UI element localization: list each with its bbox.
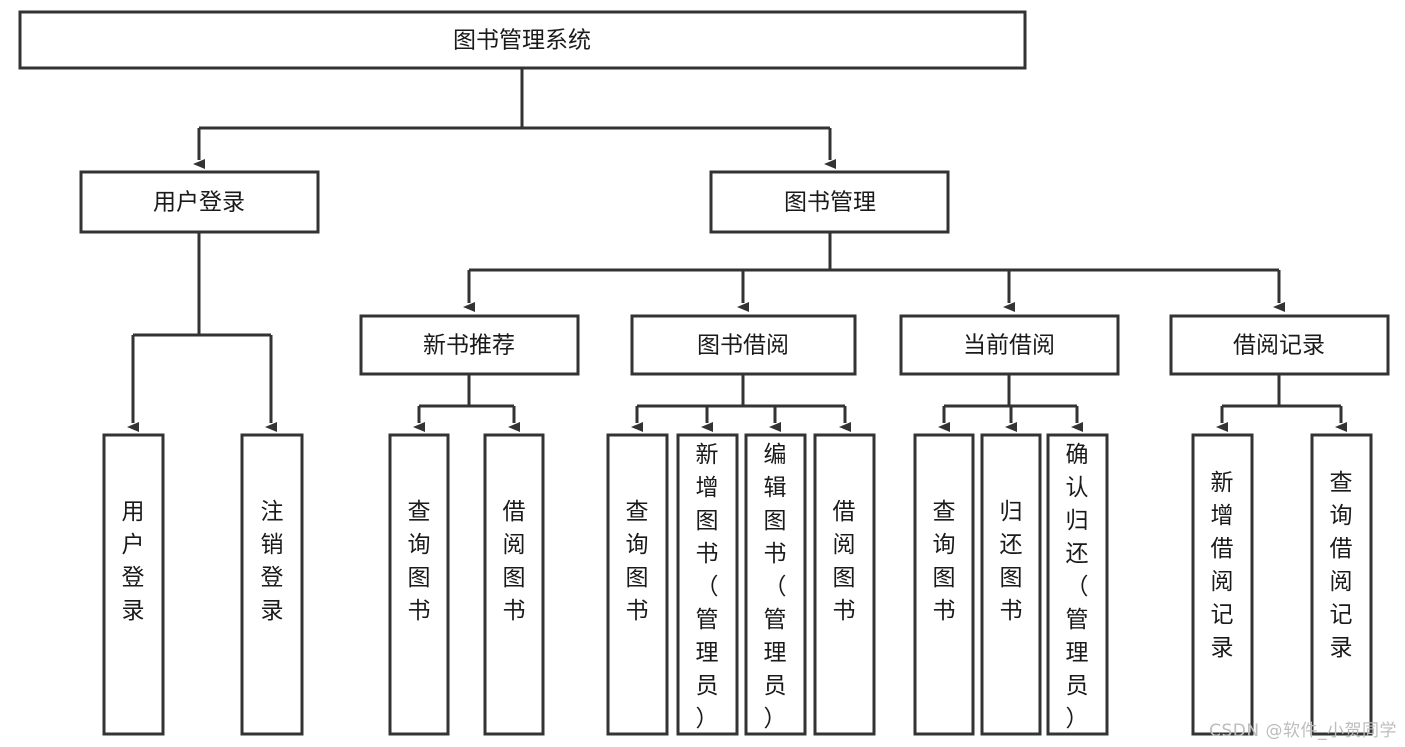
leaf-label: 编辑图书（管理员） <box>764 442 787 732</box>
node-borrow-record-box[interactable] <box>1169 314 1390 376</box>
leaf-box[interactable] <box>483 433 545 736</box>
node-new-book[interactable]: 新书推荐 <box>359 314 580 376</box>
node-book-borrow[interactable]: 图书借阅 <box>630 314 857 376</box>
node-leaf-current-borrow-2[interactable]: 归还图书 <box>980 433 1042 736</box>
node-borrow-record[interactable]: 借阅记录 <box>1169 314 1390 376</box>
leaf-label: 新增图书（管理员） <box>696 442 719 732</box>
connector-group-user-login <box>127 232 277 432</box>
leaf-box[interactable] <box>1191 433 1254 736</box>
connector-group-root <box>193 68 836 169</box>
node-book-borrow-box[interactable] <box>630 314 857 376</box>
leaf-box[interactable] <box>1310 433 1373 736</box>
node-current-borrow-label: 当前借阅 <box>963 333 1055 359</box>
node-leaf-user-login-2[interactable]: 注销登录 <box>240 433 304 736</box>
node-book-borrow-label: 图书借阅 <box>697 333 789 359</box>
leaf-box[interactable] <box>980 433 1042 736</box>
csdn-watermark: CSDN @软件_小贺同学 <box>1209 721 1397 741</box>
node-user-login-box[interactable] <box>79 170 320 234</box>
leaf-label: 注销登录 <box>261 499 284 624</box>
leaf-label: 查询图书 <box>626 499 649 624</box>
leaf-box[interactable] <box>913 433 975 736</box>
leaf-label: 查询借阅记录 <box>1330 470 1353 661</box>
leaf-box[interactable] <box>744 433 807 736</box>
leaf-box[interactable] <box>606 433 669 736</box>
node-leaf-current-borrow-3[interactable]: 确认归还（管理员） <box>1046 433 1109 736</box>
node-user-login[interactable]: 用户登录 <box>79 170 320 234</box>
node-leaf-book-borrow-3[interactable]: 编辑图书（管理员） <box>744 433 807 736</box>
leaf-label: 归还图书 <box>1000 499 1023 624</box>
connector-group-book-manage <box>463 232 1285 312</box>
node-leaf-new-book-1[interactable]: 查询图书 <box>388 433 450 736</box>
node-leaf-new-book-2[interactable]: 借阅图书 <box>483 433 545 736</box>
leaf-box[interactable] <box>676 433 739 736</box>
leaf-label: 确认归还（管理员） <box>1066 442 1089 732</box>
leaf-box[interactable] <box>102 433 165 736</box>
node-borrow-record-label: 借阅记录 <box>1233 333 1325 359</box>
node-leaf-current-borrow-1[interactable]: 查询图书 <box>913 433 975 736</box>
node-leaf-book-borrow-4[interactable]: 借阅图书 <box>813 433 876 736</box>
node-leaf-borrow-record-2[interactable]: 查询借阅记录 <box>1310 433 1373 736</box>
leaf-box[interactable] <box>813 433 876 736</box>
leaf-label: 新增借阅记录 <box>1211 470 1234 661</box>
leaf-label: 借阅图书 <box>503 499 526 624</box>
node-root-label: 图书管理系统 <box>453 28 591 54</box>
node-new-book-box[interactable] <box>359 314 580 376</box>
node-current-borrow-box[interactable] <box>899 314 1120 376</box>
connector-group-current-borrow <box>938 375 1083 432</box>
node-book-manage-label: 图书管理 <box>784 190 876 216</box>
leaf-box[interactable] <box>240 433 304 736</box>
leaf-label: 查询图书 <box>933 499 956 624</box>
node-book-manage-box[interactable] <box>709 170 950 234</box>
node-leaf-book-borrow-2[interactable]: 新增图书（管理员） <box>676 433 739 736</box>
node-root[interactable]: 图书管理系统 <box>18 10 1027 70</box>
leaf-label: 借阅图书 <box>833 499 856 624</box>
connector-group-book-borrow <box>631 375 851 432</box>
node-user-login-label: 用户登录 <box>153 190 245 216</box>
node-root-box[interactable] <box>18 10 1027 70</box>
connector-group-new-book <box>413 375 520 432</box>
node-leaf-borrow-record-1[interactable]: 新增借阅记录 <box>1191 433 1254 736</box>
leaf-label: 查询图书 <box>408 499 431 624</box>
node-book-manage[interactable]: 图书管理 <box>709 170 950 234</box>
node-new-book-label: 新书推荐 <box>423 333 515 359</box>
node-leaf-user-login-1[interactable]: 用户登录 <box>102 433 165 736</box>
leaf-box[interactable] <box>388 433 450 736</box>
leaf-box[interactable] <box>1046 433 1109 736</box>
node-leaf-book-borrow-1[interactable]: 查询图书 <box>606 433 669 736</box>
connector-group-borrow-record <box>1216 375 1347 432</box>
node-current-borrow[interactable]: 当前借阅 <box>899 314 1120 376</box>
leaf-label: 用户登录 <box>122 499 145 624</box>
